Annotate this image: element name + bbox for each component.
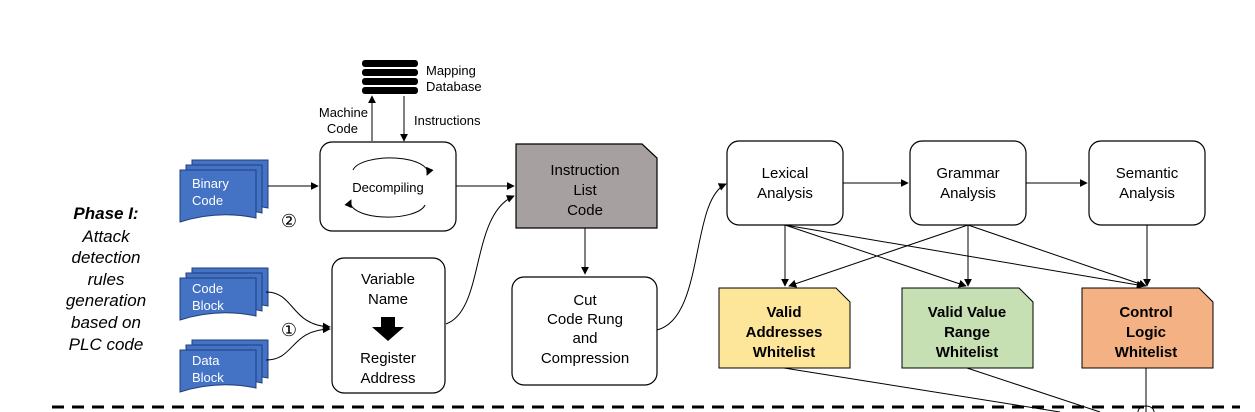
valid-addresses-whitelist <box>718 287 851 369</box>
database-icon <box>362 60 418 94</box>
marker-two: ② <box>281 211 297 231</box>
semantic-analysis-box <box>1088 140 1206 226</box>
marker-one: ① <box>281 320 297 340</box>
phase-line-6: PLC code <box>69 335 144 354</box>
binary-code-label-2: Code <box>192 193 223 208</box>
whitelist-output-lines <box>783 367 1155 412</box>
analysis-to-whitelist-arrows <box>781 224 1151 289</box>
code-block-label-2: Block <box>192 298 224 313</box>
phase-line-2: detection <box>72 248 141 267</box>
binary-code-stack <box>179 159 269 223</box>
instruction-list-label-3: Code <box>567 202 603 219</box>
cut-label-1: Cut <box>573 292 597 309</box>
valid-addresses-label-1: Valid <box>766 304 801 321</box>
code-block-arrow <box>265 291 331 331</box>
grammar-label-1: Grammar <box>936 165 999 182</box>
binary-code-label-1: Binary <box>192 176 229 191</box>
data-block-stack <box>179 339 269 393</box>
cycle-icon <box>344 157 434 218</box>
phase-line-5: based on <box>71 313 141 332</box>
instructions-label: Instructions <box>414 113 481 128</box>
valid-addresses-label-3: Whitelist <box>753 344 816 361</box>
cut-code-box <box>511 276 658 386</box>
lexical-label-1: Lexical <box>762 165 809 182</box>
machine-code-label-1: Machine <box>319 105 368 120</box>
cut-label-4: Compression <box>541 350 629 367</box>
phase-line-3: rules <box>88 270 125 289</box>
code-block-stack <box>179 267 269 321</box>
control-logic-label-2: Logic <box>1126 324 1166 341</box>
valid-value-label-3: Whitelist <box>936 344 999 361</box>
semantic-label-1: Semantic <box>1116 165 1179 182</box>
control-logic-label-3: Whitelist <box>1115 344 1178 361</box>
control-logic-whitelist <box>1081 287 1214 369</box>
phase-line-4: generation <box>66 291 146 310</box>
decompiling-label: Decompiling <box>352 180 424 195</box>
phase-line-1: Attack <box>81 227 131 246</box>
register-label-1: Register <box>360 350 416 367</box>
phase-title: Phase I: <box>73 204 138 223</box>
code-block-label-1: Code <box>192 281 223 296</box>
control-logic-label-1: Control <box>1119 304 1172 321</box>
instruction-list-label-1: Instruction <box>550 162 619 179</box>
variable-to-il-arrow <box>445 195 515 325</box>
mapping-database-label-1: Mapping <box>426 63 476 78</box>
data-block-label-1: Data <box>192 353 220 368</box>
variable-label-2: Name <box>368 291 408 308</box>
down-arrow-icon <box>372 317 404 341</box>
grammar-analysis-box <box>909 140 1027 226</box>
cut-label-3: and <box>572 330 597 347</box>
instruction-list-box <box>515 143 658 229</box>
semantic-label-2: Analysis <box>1119 185 1175 202</box>
valid-value-label-1: Valid Value <box>928 304 1006 321</box>
cut-label-2: Code Rung <box>547 311 623 328</box>
valid-value-label-2: Range <box>944 324 990 341</box>
valid-value-range-whitelist <box>901 287 1034 369</box>
mapping-database-label-2: Database <box>426 79 482 94</box>
grammar-label-2: Analysis <box>940 185 996 202</box>
register-label-2: Address <box>360 370 415 387</box>
variable-label-1: Variable <box>361 271 415 288</box>
cut-to-lexical-arrow <box>656 183 727 331</box>
lexical-analysis-box <box>726 140 844 226</box>
instruction-list-label-2: List <box>573 182 597 199</box>
machine-code-label-2: Code <box>327 121 358 136</box>
lexical-label-2: Analysis <box>757 185 813 202</box>
phase-label: Phase I: Attack detection rules generati… <box>66 204 146 354</box>
data-block-label-2: Block <box>192 370 224 385</box>
valid-addresses-label-2: Addresses <box>746 324 823 341</box>
data-block-arrow <box>265 325 331 361</box>
